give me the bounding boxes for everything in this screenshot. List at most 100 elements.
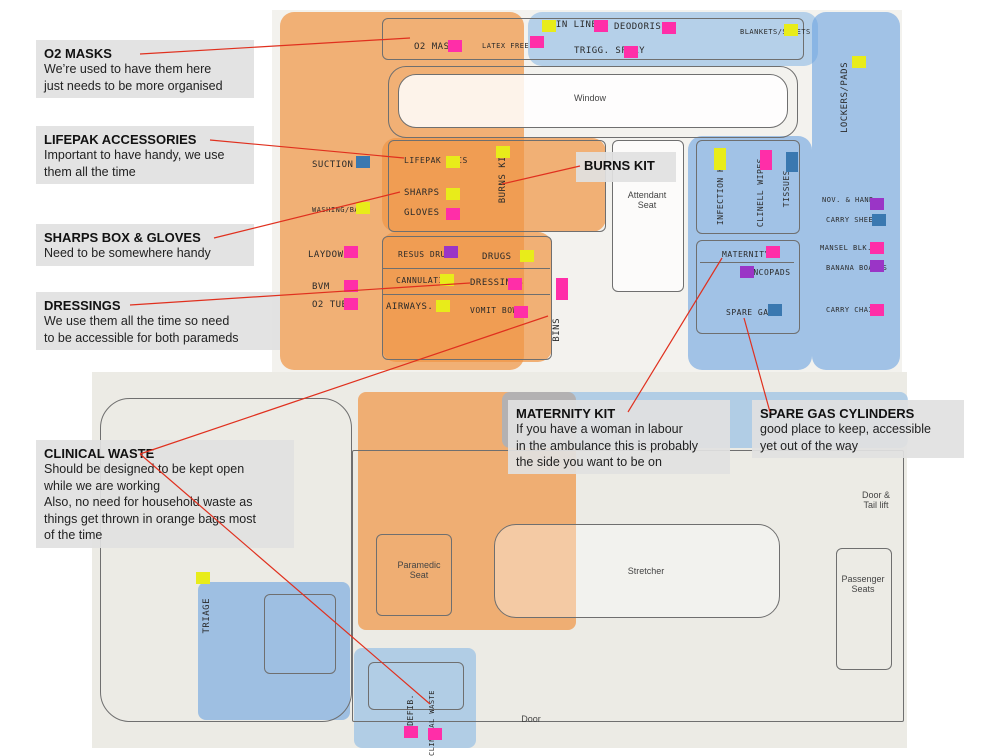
note-dressings: DRESSINGS (470, 278, 524, 288)
note-defib: DEFIB. (406, 694, 415, 726)
callout-dressings: DRESSINGS We use them all the time so ne… (36, 292, 280, 350)
callout-body: Important to have handy, we use them all… (44, 148, 225, 179)
window-frame (388, 66, 798, 138)
note-resus-drugs: RESUS DRUGS (398, 250, 457, 259)
paramedic-seat-label: Paramedic Seat (397, 560, 441, 580)
callout-body: We’re used to have them here just needs … (44, 62, 223, 93)
sticky-note (446, 208, 460, 220)
shelf-line (382, 268, 550, 269)
callout-body: If you have a woman in labour in the amb… (516, 422, 699, 469)
note-o2-masks: O2 MASKS (414, 42, 462, 52)
note-spare-gas: SPARE GAS (726, 308, 774, 317)
passenger-seats-outline (836, 548, 892, 670)
sticky-note (344, 280, 358, 292)
sticky-note (542, 20, 556, 32)
note-airways: AIRWAYS. (386, 302, 434, 312)
callout-lifepak: LIFEPAK ACCESSORIES Important to have ha… (36, 126, 254, 184)
note-bins: BINS (552, 318, 562, 342)
sticky-note (448, 40, 462, 52)
sticky-note (436, 300, 450, 312)
sticky-note (852, 56, 866, 68)
callout-burns-kit: BURNS KIT (576, 152, 676, 182)
callout-title: SPARE GAS CYLINDERS (760, 406, 915, 421)
sticky-note (872, 214, 886, 226)
zone-blue-top (528, 12, 818, 66)
sticky-note (556, 278, 568, 300)
note-vomit-bowl: VOMIT BOWL (470, 306, 524, 315)
zone-blue-right (812, 12, 900, 370)
shelf-line (382, 294, 550, 295)
note-clinical-waste: CLINICAL WASTE (428, 690, 436, 756)
note-bin-liners: BIN LINERS (550, 20, 610, 30)
note-tissues: TISSUES (782, 170, 791, 208)
zone-orange-mid (382, 138, 606, 232)
sticky-note (520, 250, 534, 262)
stretcher-outline (494, 524, 780, 618)
note-carry-chair: CARRY CHAIR (826, 306, 878, 314)
shelf-line (700, 262, 794, 263)
callout-body: Should be designed to be kept open while… (44, 462, 256, 542)
sticky-note (870, 198, 884, 210)
callout-title: O2 MASKS (44, 46, 112, 61)
note-trigg-spray: TRIGG. SPRAY (574, 46, 646, 56)
note-incopads: INCOPADS (748, 268, 791, 277)
callout-title: CLINICAL WASTE (44, 446, 155, 461)
callout-title: SHARPS BOX & GLOVES (44, 230, 201, 245)
callout-clinical-waste: CLINICAL WASTE Should be designed to be … (36, 440, 294, 548)
note-latex-free: LATEX FREE (482, 42, 530, 50)
sticky-note (786, 152, 798, 172)
mid-cabinet-outline (388, 140, 606, 232)
sticky-note (740, 266, 754, 278)
door-tail-lift-label: Door & Tail lift (861, 490, 890, 510)
sticky-note (870, 242, 884, 254)
note-suction: SUCTION (312, 160, 354, 170)
note-gloves: GLOVES (404, 208, 440, 218)
callout-title: BURNS KIT (584, 158, 655, 173)
note-mansel-blk: MANSEL BLK. (820, 244, 872, 252)
sticky-note (196, 572, 210, 584)
right-cabinet-upper (696, 140, 800, 234)
sticky-note (508, 278, 522, 290)
note-lifepak-accs: LIFEPAK ACCS (404, 156, 468, 165)
window-inner (398, 74, 788, 128)
note-blankets: BLANKETS/SHEETS (740, 28, 811, 36)
sticky-note (784, 24, 798, 36)
attendant-seat-label: Attendant Seat (627, 190, 667, 210)
sticky-note (440, 274, 454, 286)
sticky-note (514, 306, 528, 318)
sticky-note (662, 22, 676, 34)
callout-maternity-kit: MATERNITY KIT If you have a woman in lab… (508, 400, 730, 474)
door-step-outline (368, 662, 464, 710)
callout-spare-gas: SPARE GAS CYLINDERS good place to keep, … (752, 400, 964, 458)
note-sharps: SHARPS (404, 188, 440, 198)
note-laydown: LAYDOWN (308, 250, 350, 260)
window-label: Window (573, 93, 606, 103)
callout-sharps: SHARPS BOX & GLOVES Need to be somewhere… (36, 224, 254, 266)
sticky-note (530, 36, 544, 48)
sticky-note (760, 150, 772, 170)
sticky-note (446, 156, 460, 168)
sticky-note (344, 246, 358, 258)
sticky-note (496, 146, 510, 158)
sticky-note (344, 298, 358, 310)
sticky-note (870, 260, 884, 272)
callout-body: We use them all the time so need to be a… (44, 314, 239, 345)
callout-title: DRESSINGS (44, 298, 121, 313)
note-bvm: BVM (312, 282, 330, 292)
note-drugs: DRUGS (482, 252, 512, 262)
callout-title: LIFEPAK ACCESSORIES (44, 132, 197, 147)
note-carry-sheets: CARRY SHEETS (826, 216, 883, 224)
sticky-note (768, 304, 782, 316)
note-triage: TRIAGE (202, 598, 212, 634)
callout-body: Need to be somewhere handy (44, 246, 211, 260)
sticky-note (428, 728, 442, 740)
callout-title: MATERNITY KIT (516, 406, 616, 421)
callout-o2-masks: O2 MASKS We’re used to have them here ju… (36, 40, 254, 98)
note-cannulation: CANNULATION (396, 276, 455, 285)
door-label: Door (521, 714, 541, 724)
note-nov-hand: NOV. & HAND (822, 196, 874, 204)
sticky-note (714, 148, 726, 170)
sticky-note (766, 246, 780, 258)
sticky-note (870, 304, 884, 316)
note-lockers: LOCKERS/PADS (840, 62, 850, 134)
